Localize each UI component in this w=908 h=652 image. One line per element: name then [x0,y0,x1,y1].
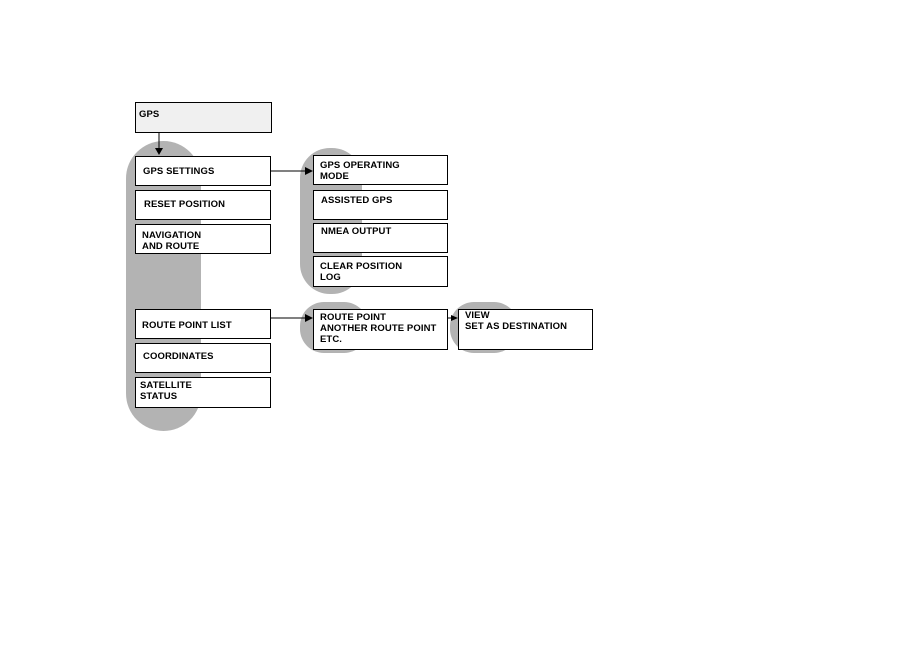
arrowhead-route-point-list [305,314,313,322]
arrowhead-gps-settings [305,167,313,175]
arrowhead-root [155,148,163,155]
arrowhead-route-point [451,315,458,321]
